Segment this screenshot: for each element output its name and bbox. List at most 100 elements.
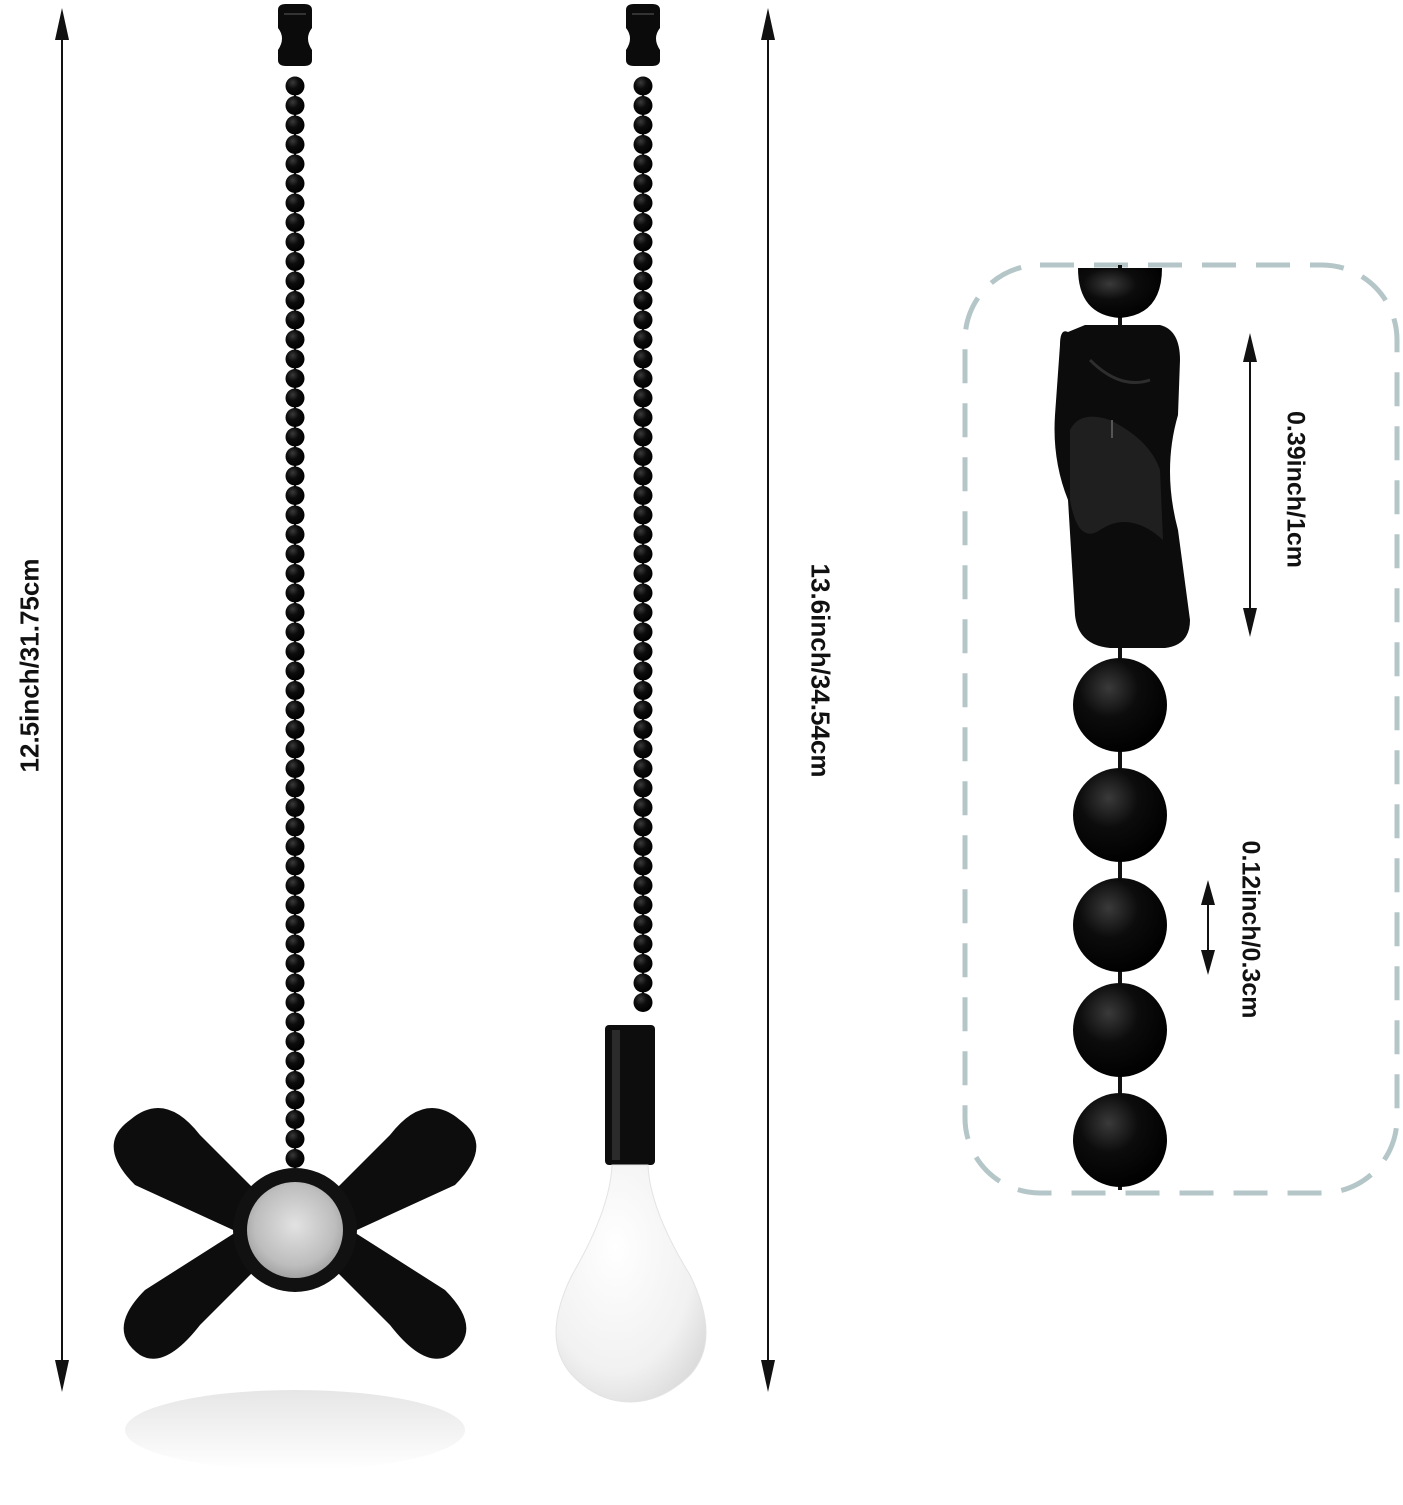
chain-bead [633,544,653,564]
fan-pull-connector [278,4,312,66]
chain-bead [285,213,305,232]
chain-bead [633,96,653,115]
chain-bead [633,759,653,778]
chain-bead [633,76,653,96]
chain-bead [633,271,653,291]
chain-bead [633,564,653,583]
chain-bead [633,525,653,544]
chain-bead [633,817,653,837]
chain-bead [285,310,305,330]
chain-bead [633,876,653,895]
chain-bead [633,837,653,856]
chain-bead [285,232,305,252]
chain-bead [633,681,653,700]
chain-bead [285,700,305,720]
chain-bead [633,934,653,954]
chain-bead [633,310,653,330]
chain-bead [633,661,653,681]
chain-bead [285,427,305,447]
chain-bead [285,915,305,934]
bead-size-label: 0.12inch/0.3cm [1236,840,1265,1019]
connector-size-label: 0.39inch/1cm [1281,410,1310,569]
chain-bead [285,174,305,193]
detail-connector [1054,325,1190,648]
chain-bead [633,856,653,876]
chain-bead [285,583,305,603]
chain-bead [285,1032,305,1051]
chain-bead [285,408,305,427]
chain-bead [633,798,653,817]
chain-bead [285,115,305,135]
detail-chain [1054,265,1190,1190]
chain-bead [285,1110,305,1129]
chain-bead [285,1051,305,1071]
chain-bead [285,973,305,993]
chain-bead [633,408,653,427]
chain-bead [633,232,653,252]
chain-bead [633,369,653,388]
chain-bead [285,1149,305,1168]
chain-bead [285,798,305,817]
chain-bead [633,583,653,603]
chain-bead [633,154,653,174]
chain-bead [285,993,305,1012]
chain-bead [285,76,305,96]
chain-bead [285,1090,305,1110]
chain-bead [633,486,653,505]
chain-bead [285,193,305,213]
bulb-length-dimension-arrow [761,8,775,1392]
fan-icon [113,1108,477,1470]
chain-bead [285,856,305,876]
chain-bead [285,642,305,661]
chain-bead [633,700,653,720]
chain-bead [633,213,653,232]
chain-bead [633,778,653,798]
chain-bead [633,720,653,739]
chain-bead [285,486,305,505]
chain-bead [633,349,653,369]
chain-bead [285,349,305,369]
chain-bead [633,603,653,622]
chain-bead [285,1012,305,1032]
chain-bead [285,525,305,544]
chain-bead [285,505,305,525]
chain-bead [285,369,305,388]
chain-bead [633,174,653,193]
fan-pull-chain [285,76,305,1168]
chain-bead [633,115,653,135]
chain-bead [285,720,305,739]
chain-bead [285,1071,305,1090]
chain-bead [633,135,653,154]
detail-zoom-frame [962,262,1400,1196]
chain-bead [285,817,305,837]
chain-bead [285,603,305,622]
chain-bead [285,759,305,778]
chain-bead [285,876,305,895]
fan-pull-length-label: 12.5inch/31.75cm [14,558,45,773]
bulb-pull-length-label: 13.6inch/34.54cm [805,563,836,778]
chain-bead [285,837,305,856]
chain-bead [633,427,653,447]
chain-bead [285,466,305,486]
chain-bead [633,447,653,466]
chain-bead [285,271,305,291]
chain-bead [285,739,305,759]
chain-bead [633,388,653,408]
chain-bead [633,954,653,973]
chain-bead [285,96,305,115]
chain-bead [285,681,305,700]
chain-bead [633,330,653,349]
chain-bead [285,622,305,642]
bulb-pull-connector [626,4,660,66]
chain-bead [633,915,653,934]
chain-bead [285,135,305,154]
fan-length-dimension-arrow [55,8,69,1392]
chain-bead [633,193,653,213]
chain-bead [285,661,305,681]
chain-bead [633,973,653,993]
connector-dimension-arrow [1243,333,1257,637]
chain-bead [285,954,305,973]
chain-bead [633,291,653,310]
